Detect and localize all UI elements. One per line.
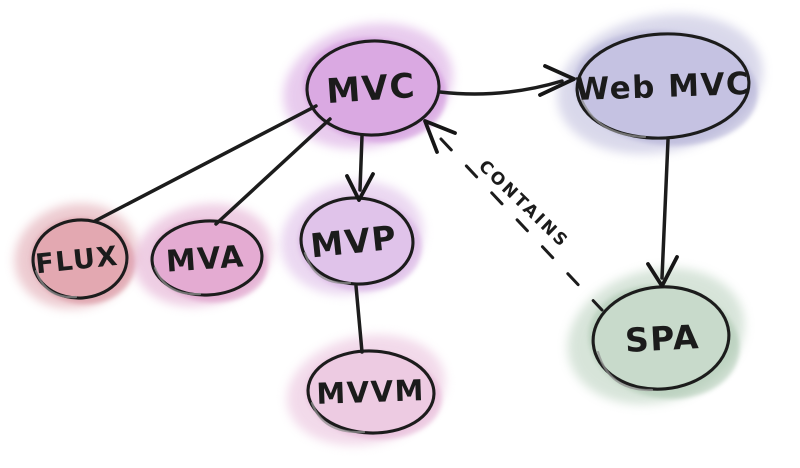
node-flux: FLUX [14,203,138,309]
edge-mvc-to-mva [214,117,332,226]
mvp-label: MVP [308,218,399,266]
edge-mvp-to-mvvm [354,284,364,354]
flux-outline [31,218,129,300]
mva-outline [150,219,264,297]
spa-outline [591,285,731,391]
mvc-outline [305,39,441,137]
webmvc-outline [575,32,751,140]
edge-mvc-to-webmvc [438,79,564,96]
arrowhead-contains-icon [423,119,457,154]
contains-label: CONTAINS [474,156,572,252]
mva-fill [154,222,260,294]
flux-fill [35,221,125,297]
webmvc-double-stroke [580,98,647,139]
node-mva: MVA [133,203,273,307]
arrowhead-spa-icon [646,255,679,288]
mvvm-label: MVVM [316,373,426,411]
edge-spa-to-mvc-dashed [439,137,604,312]
node-spa: SPA [567,267,745,405]
webmvc-label: Web MVC [574,66,750,108]
arrowhead-webmvc-icon [538,64,576,97]
node-mvp: MVP [280,181,424,295]
mvvm-double-stroke [310,401,366,434]
spa-double-stroke [596,350,654,392]
mvc-fill [309,42,437,134]
mva-label: MVA [165,239,246,279]
edge-webmvc-to-spa [660,138,670,280]
mvp-double-stroke [303,251,352,285]
mvp-fill [303,199,411,283]
mvc-label: MVC [325,66,417,112]
mvvm-fill [310,352,432,432]
arrowhead-mvp-icon [345,172,375,202]
edge-mvc-to-flux [93,104,318,223]
node-webmvc: Web MVC [557,14,763,154]
mvvm-outline [306,349,436,435]
flux-double-stroke [34,269,78,299]
mva-double-stroke [153,266,202,296]
node-mvvm: MVVM [286,334,446,446]
webmvc-fill [579,35,747,137]
spa-label: SPA [624,317,701,360]
node-mvc: MVC [283,23,453,149]
spa-fill [595,288,727,388]
edge-mvc-to-mvp [358,134,364,192]
